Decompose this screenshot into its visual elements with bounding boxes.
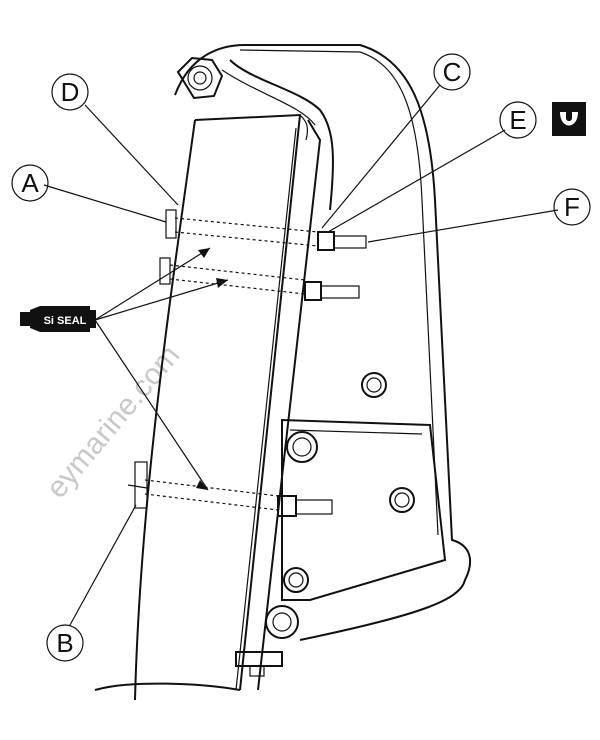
callout-E: E bbox=[499, 101, 537, 139]
sealant-tube-icon: Si SEAL bbox=[20, 306, 96, 332]
watermark: eymarine.com bbox=[40, 339, 186, 505]
callout-E-label: E bbox=[509, 105, 526, 135]
bottom-bolt bbox=[235, 651, 283, 677]
transom-column bbox=[134, 113, 322, 701]
callout-F: F bbox=[553, 188, 591, 226]
ground-line bbox=[94, 682, 241, 691]
through-bolt-1 bbox=[165, 209, 367, 251]
leader-lines bbox=[43, 84, 559, 626]
top-nut bbox=[176, 56, 224, 100]
sealant-label: Si SEAL bbox=[44, 315, 87, 327]
callout-F-label: F bbox=[564, 192, 580, 222]
callout-C-label: C bbox=[443, 57, 462, 87]
torque-wrench-icon bbox=[552, 102, 586, 136]
callout-B-label: B bbox=[56, 628, 73, 658]
clamp-bracket bbox=[174, 44, 472, 641]
through-bolt-3 bbox=[127, 461, 333, 517]
callout-D: D bbox=[51, 73, 89, 111]
through-bolt-2 bbox=[159, 257, 360, 301]
callout-A-label: A bbox=[21, 168, 39, 198]
callout-A: A bbox=[11, 164, 49, 202]
callout-D-label: D bbox=[61, 77, 80, 107]
plate-fasteners bbox=[265, 372, 415, 639]
callout-B: B bbox=[46, 624, 84, 662]
callout-C: C bbox=[433, 53, 471, 91]
